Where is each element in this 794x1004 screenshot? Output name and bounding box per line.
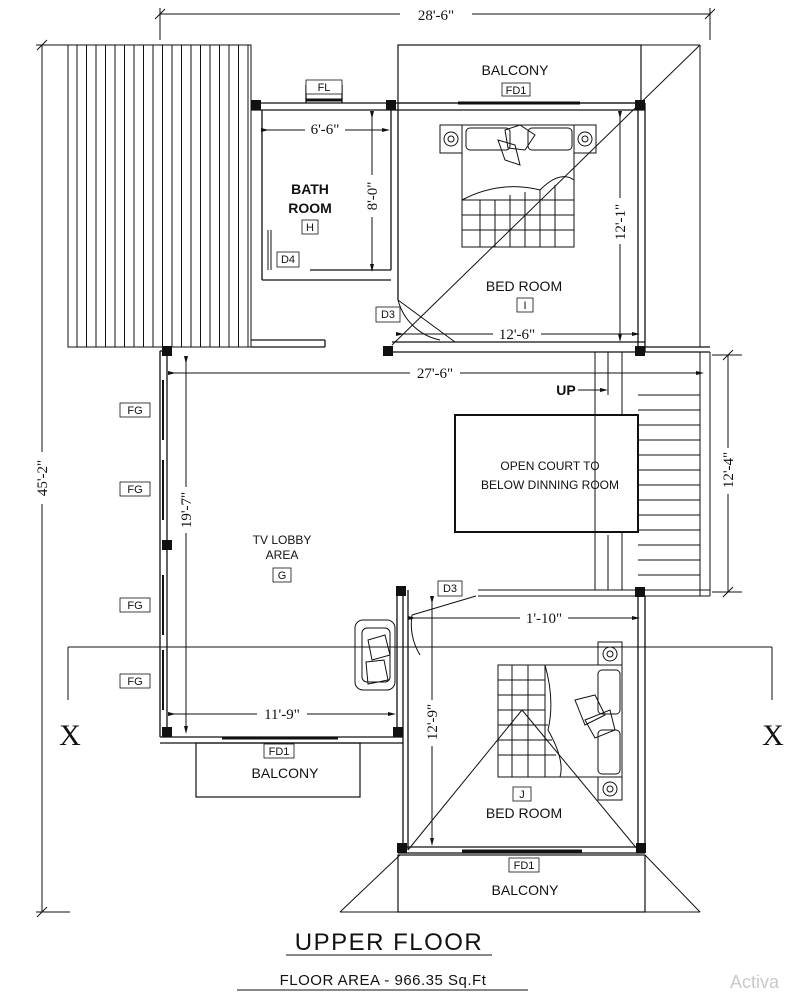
fg-tag-3: FG <box>127 600 142 612</box>
bed2-label: BED ROOM <box>486 805 562 821</box>
overall-width-label: 28'-6" <box>418 8 454 24</box>
lobby-tag: G <box>278 570 287 582</box>
court-depth-label: 12'-4" <box>721 452 737 488</box>
open-court <box>454 414 639 533</box>
bed-upper <box>439 124 597 248</box>
page-title: UPPER FLOOR <box>295 929 484 956</box>
lobby-chair <box>354 619 396 691</box>
staircase <box>478 352 711 597</box>
bed-lower <box>497 641 623 801</box>
floor-area-label: FLOOR AREA - 966.35 Sq.Ft <box>280 972 487 989</box>
fd1-tag-bottom: FD1 <box>514 860 535 872</box>
d4-door <box>267 230 272 270</box>
fg-tag-2: FG <box>127 484 142 496</box>
court-label-1: OPEN COURT TO <box>500 459 599 473</box>
fd1-tag-left: FD1 <box>269 746 290 758</box>
bed2-depth-label: 12'-9" <box>425 704 441 740</box>
lobby-label-1: TV LOBBY <box>253 533 312 547</box>
overall-depth-label: 45'-2" <box>35 460 51 496</box>
upper-walls <box>251 85 646 353</box>
bath-label-2: ROOM <box>288 200 332 216</box>
d3-tag-upper: D3 <box>381 309 395 321</box>
balcony-top-label: BALCONY <box>482 62 550 78</box>
section-mark-left: X <box>59 719 81 752</box>
bath-depth-label: 8'-0" <box>365 182 381 211</box>
bath-tag: H <box>306 222 314 234</box>
bed2-width-label: 1'-10" <box>526 611 562 627</box>
bed1-depth-label: 12'-1" <box>613 204 629 240</box>
lobby-label-2: AREA <box>266 548 299 562</box>
terrace-hatch <box>67 44 252 348</box>
fl-tag: FL <box>318 82 331 94</box>
lobby-width-label: 27'-6" <box>417 366 453 382</box>
upper-right-void <box>391 44 701 347</box>
d3-door-upper <box>397 299 456 343</box>
d4-tag: D4 <box>281 254 295 266</box>
watermark: Activa <box>730 972 780 992</box>
bath-label-1: BATH <box>291 181 329 197</box>
balcony-left-label: BALCONY <box>252 765 320 781</box>
fg-tag-4: FG <box>127 676 142 688</box>
bed2-tag: J <box>519 789 525 801</box>
balcony-width-label: 11'-9" <box>264 707 300 723</box>
court-label-2: BELOW DINNING ROOM <box>481 478 619 492</box>
fg-tag-1: FG <box>127 405 142 417</box>
bed1-tag: I <box>523 300 526 312</box>
stair-up-label: UP <box>556 382 575 398</box>
section-line <box>67 646 773 700</box>
bed2-walls <box>398 590 646 854</box>
d3-tag-lower: D3 <box>443 583 457 595</box>
bath-width-label: 6'-6" <box>311 122 340 138</box>
bed1-label: BED ROOM <box>486 278 562 294</box>
lobby-walls <box>159 346 710 744</box>
bed1-width-label: 12'-6" <box>499 327 535 343</box>
balcony-left <box>195 736 361 798</box>
lobby-depth-label: 19'-7" <box>179 492 195 528</box>
balcony-bottom <box>397 849 646 913</box>
d3-door-lower <box>410 595 477 656</box>
columns <box>162 100 646 853</box>
section-mark-right: X <box>762 719 784 752</box>
fd1-tag-top: FD1 <box>506 85 527 97</box>
balcony-bottom-label: BALCONY <box>492 882 560 898</box>
